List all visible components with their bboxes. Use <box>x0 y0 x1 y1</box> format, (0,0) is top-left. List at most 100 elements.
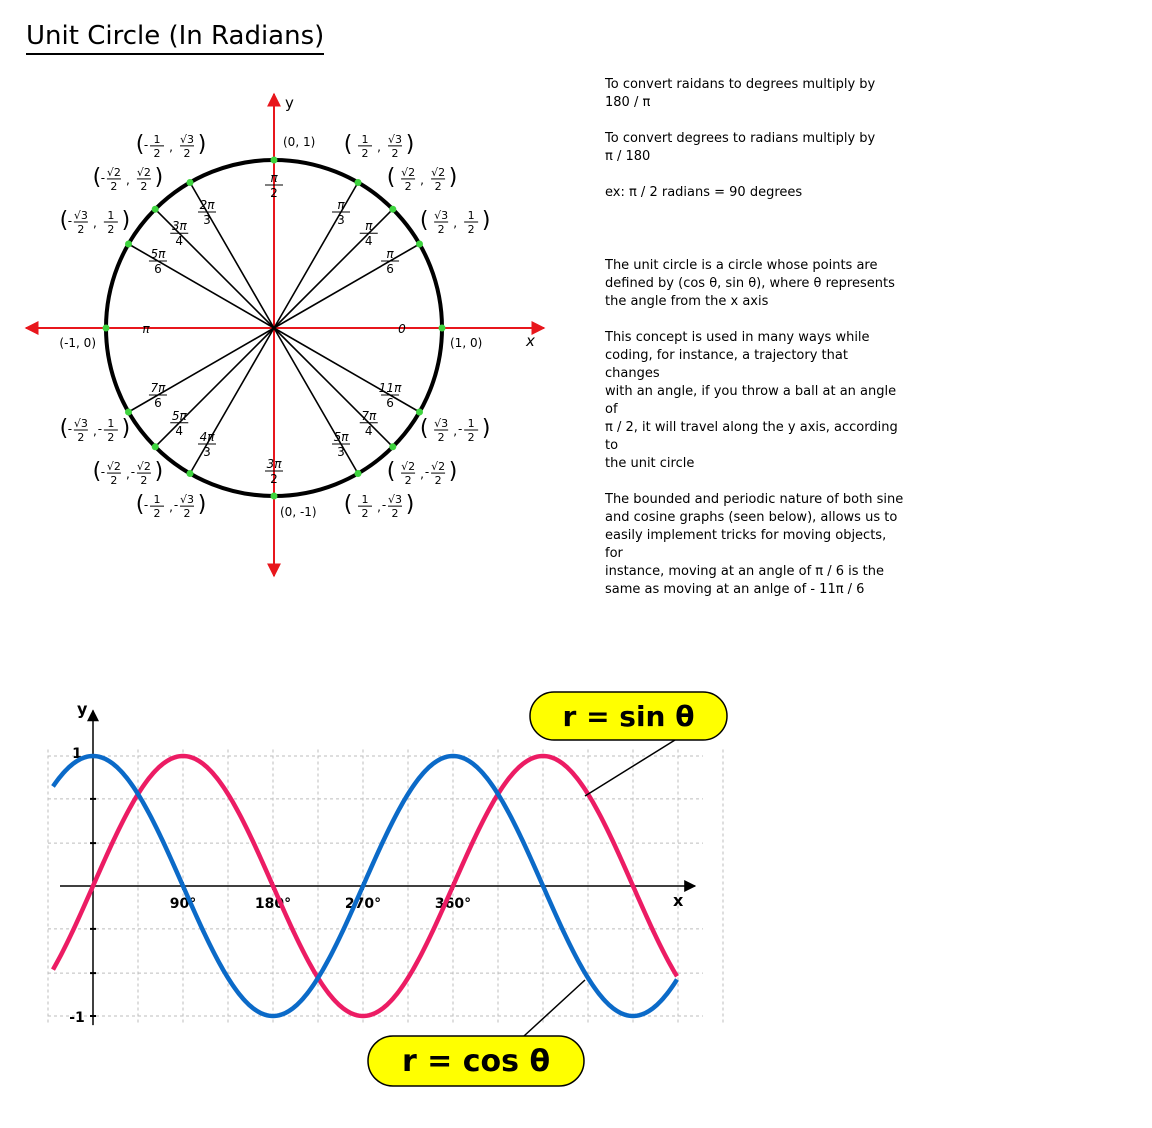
coord-den: 2 <box>435 474 442 487</box>
description-line: easily implement tricks for moving objec… <box>605 528 887 561</box>
svg-text:(: ( <box>420 416 429 441</box>
sine-cosine-chart: xy1-190°180°270°360°r = sin θr = cos θ <box>47 691 728 1087</box>
angle-label: 7π6 <box>148 381 167 410</box>
unit-circle-point <box>102 324 110 332</box>
svg-text:,: , <box>126 173 130 187</box>
angle-label: 7π4 <box>359 409 378 438</box>
svg-text:-: - <box>382 498 386 512</box>
frac-den: 6 <box>154 396 162 410</box>
angle-ray <box>273 327 359 474</box>
svg-text:,: , <box>93 424 97 438</box>
svg-text:-: - <box>98 422 102 436</box>
frac-den: 4 <box>175 234 183 248</box>
coord-num: √2 <box>137 166 151 179</box>
point-coordinates: (-√32,-12) <box>60 416 131 444</box>
svg-text:-: - <box>458 422 462 436</box>
coord-den: 2 <box>438 223 445 236</box>
svg-text:,: , <box>93 216 97 230</box>
svg-text:-: - <box>131 465 135 479</box>
point-coordinates: (12,-√32) <box>344 492 415 520</box>
angle-ray <box>154 208 275 329</box>
svg-text:-: - <box>101 171 105 185</box>
svg-text:,: , <box>420 467 424 481</box>
angle-label: 5π4 <box>170 409 189 438</box>
y-tick-label: 1 <box>72 746 82 762</box>
point-coordinates: (√22,√22) <box>387 165 458 193</box>
angle-ray <box>128 327 275 413</box>
frac-num: 3π <box>172 219 188 233</box>
coord-den: 2 <box>77 223 84 236</box>
cos-curve <box>51 753 679 1019</box>
coord-num: √3 <box>434 209 448 222</box>
sin-callout <box>529 691 728 741</box>
x-axis-label: x <box>525 332 535 350</box>
description-line: same as moving at an anlge of - 11π / 6 <box>605 582 865 597</box>
svg-text:): ) <box>406 492 415 517</box>
unit-circle-point <box>438 324 446 332</box>
coord-den: 2 <box>184 147 191 160</box>
angle-label: 5π3 <box>332 430 350 459</box>
description-line: the angle from the x axis <box>605 294 769 309</box>
frac-den: 6 <box>154 262 162 276</box>
angle-labels: 0(1, 0)π6(√32,12)π4(√22,√22)π3(12,√32)π2… <box>59 132 490 520</box>
svg-text:,: , <box>169 140 173 154</box>
notes-panel: To convert raidans to degrees multiply b… <box>605 76 905 599</box>
sin-curve <box>51 753 679 1019</box>
unit-circle-point <box>125 240 133 248</box>
svg-text:): ) <box>122 416 131 441</box>
description-line: the unit circle <box>605 456 695 471</box>
svg-text:-: - <box>101 465 105 479</box>
coord-num: √2 <box>107 460 121 473</box>
frac-num: 2π <box>200 198 216 212</box>
description-line: The unit circle is a circle whose points… <box>605 258 878 273</box>
y-tick-label: -1 <box>69 1010 85 1026</box>
svg-text:,: , <box>453 216 457 230</box>
svg-text:(: ( <box>93 459 102 484</box>
svg-text:): ) <box>198 132 207 157</box>
cos-callout-pointer <box>523 979 586 1037</box>
svg-text:(: ( <box>344 132 353 157</box>
angle-label: 3π4 <box>170 219 189 248</box>
coord-num: 1 <box>362 133 369 146</box>
svg-text:-: - <box>144 498 148 512</box>
angle-ray <box>273 243 420 329</box>
angle-ray <box>273 327 420 413</box>
frac-num: 11π <box>379 381 402 395</box>
unit-circle-point <box>389 443 397 451</box>
coord-den: 2 <box>405 474 412 487</box>
coord-num: √3 <box>434 417 448 430</box>
frac-den: 3 <box>337 213 345 227</box>
coord-num: √3 <box>180 493 194 506</box>
angle-rays <box>128 182 420 474</box>
coord-den: 2 <box>468 223 475 236</box>
frac-num: 7π <box>361 409 377 423</box>
svg-text:(: ( <box>136 132 145 157</box>
note-deg-to-rad: To convert degrees to radians multiply b… <box>605 131 876 164</box>
unit-circle-diagram: yx0(1, 0)π6(√32,12)π4(√22,√22)π3(12,√32)… <box>24 92 546 578</box>
svg-text:,: , <box>169 500 173 514</box>
axis-point-coordinate: (0, 1) <box>283 135 315 149</box>
svg-text:,: , <box>377 500 381 514</box>
svg-text:-: - <box>425 465 429 479</box>
point-coordinates: (√32,12) <box>420 208 491 236</box>
coord-den: 2 <box>110 474 117 487</box>
angle-label: 5π6 <box>148 247 167 276</box>
frac-den: 3 <box>337 445 345 459</box>
angle-label: π3 <box>332 198 350 227</box>
coord-den: 2 <box>435 180 442 193</box>
angle-label: π4 <box>359 219 378 248</box>
svg-text:(: ( <box>387 459 396 484</box>
svg-text:): ) <box>482 416 491 441</box>
description-line: instance, moving at an angle of π / 6 is… <box>605 564 885 579</box>
frac-num: π <box>270 171 278 185</box>
coord-den: 2 <box>392 507 399 520</box>
frac-den: 4 <box>365 424 373 438</box>
angle-label: 2π3 <box>198 198 216 227</box>
coord-num: √3 <box>74 209 88 222</box>
coord-den: 2 <box>362 147 369 160</box>
description-line: coding, for instance, a trajectory that … <box>605 348 848 381</box>
coord-den: 2 <box>107 431 114 444</box>
description-block: The unit circle is a circle whose points… <box>605 257 905 599</box>
svg-text:): ) <box>482 208 491 233</box>
